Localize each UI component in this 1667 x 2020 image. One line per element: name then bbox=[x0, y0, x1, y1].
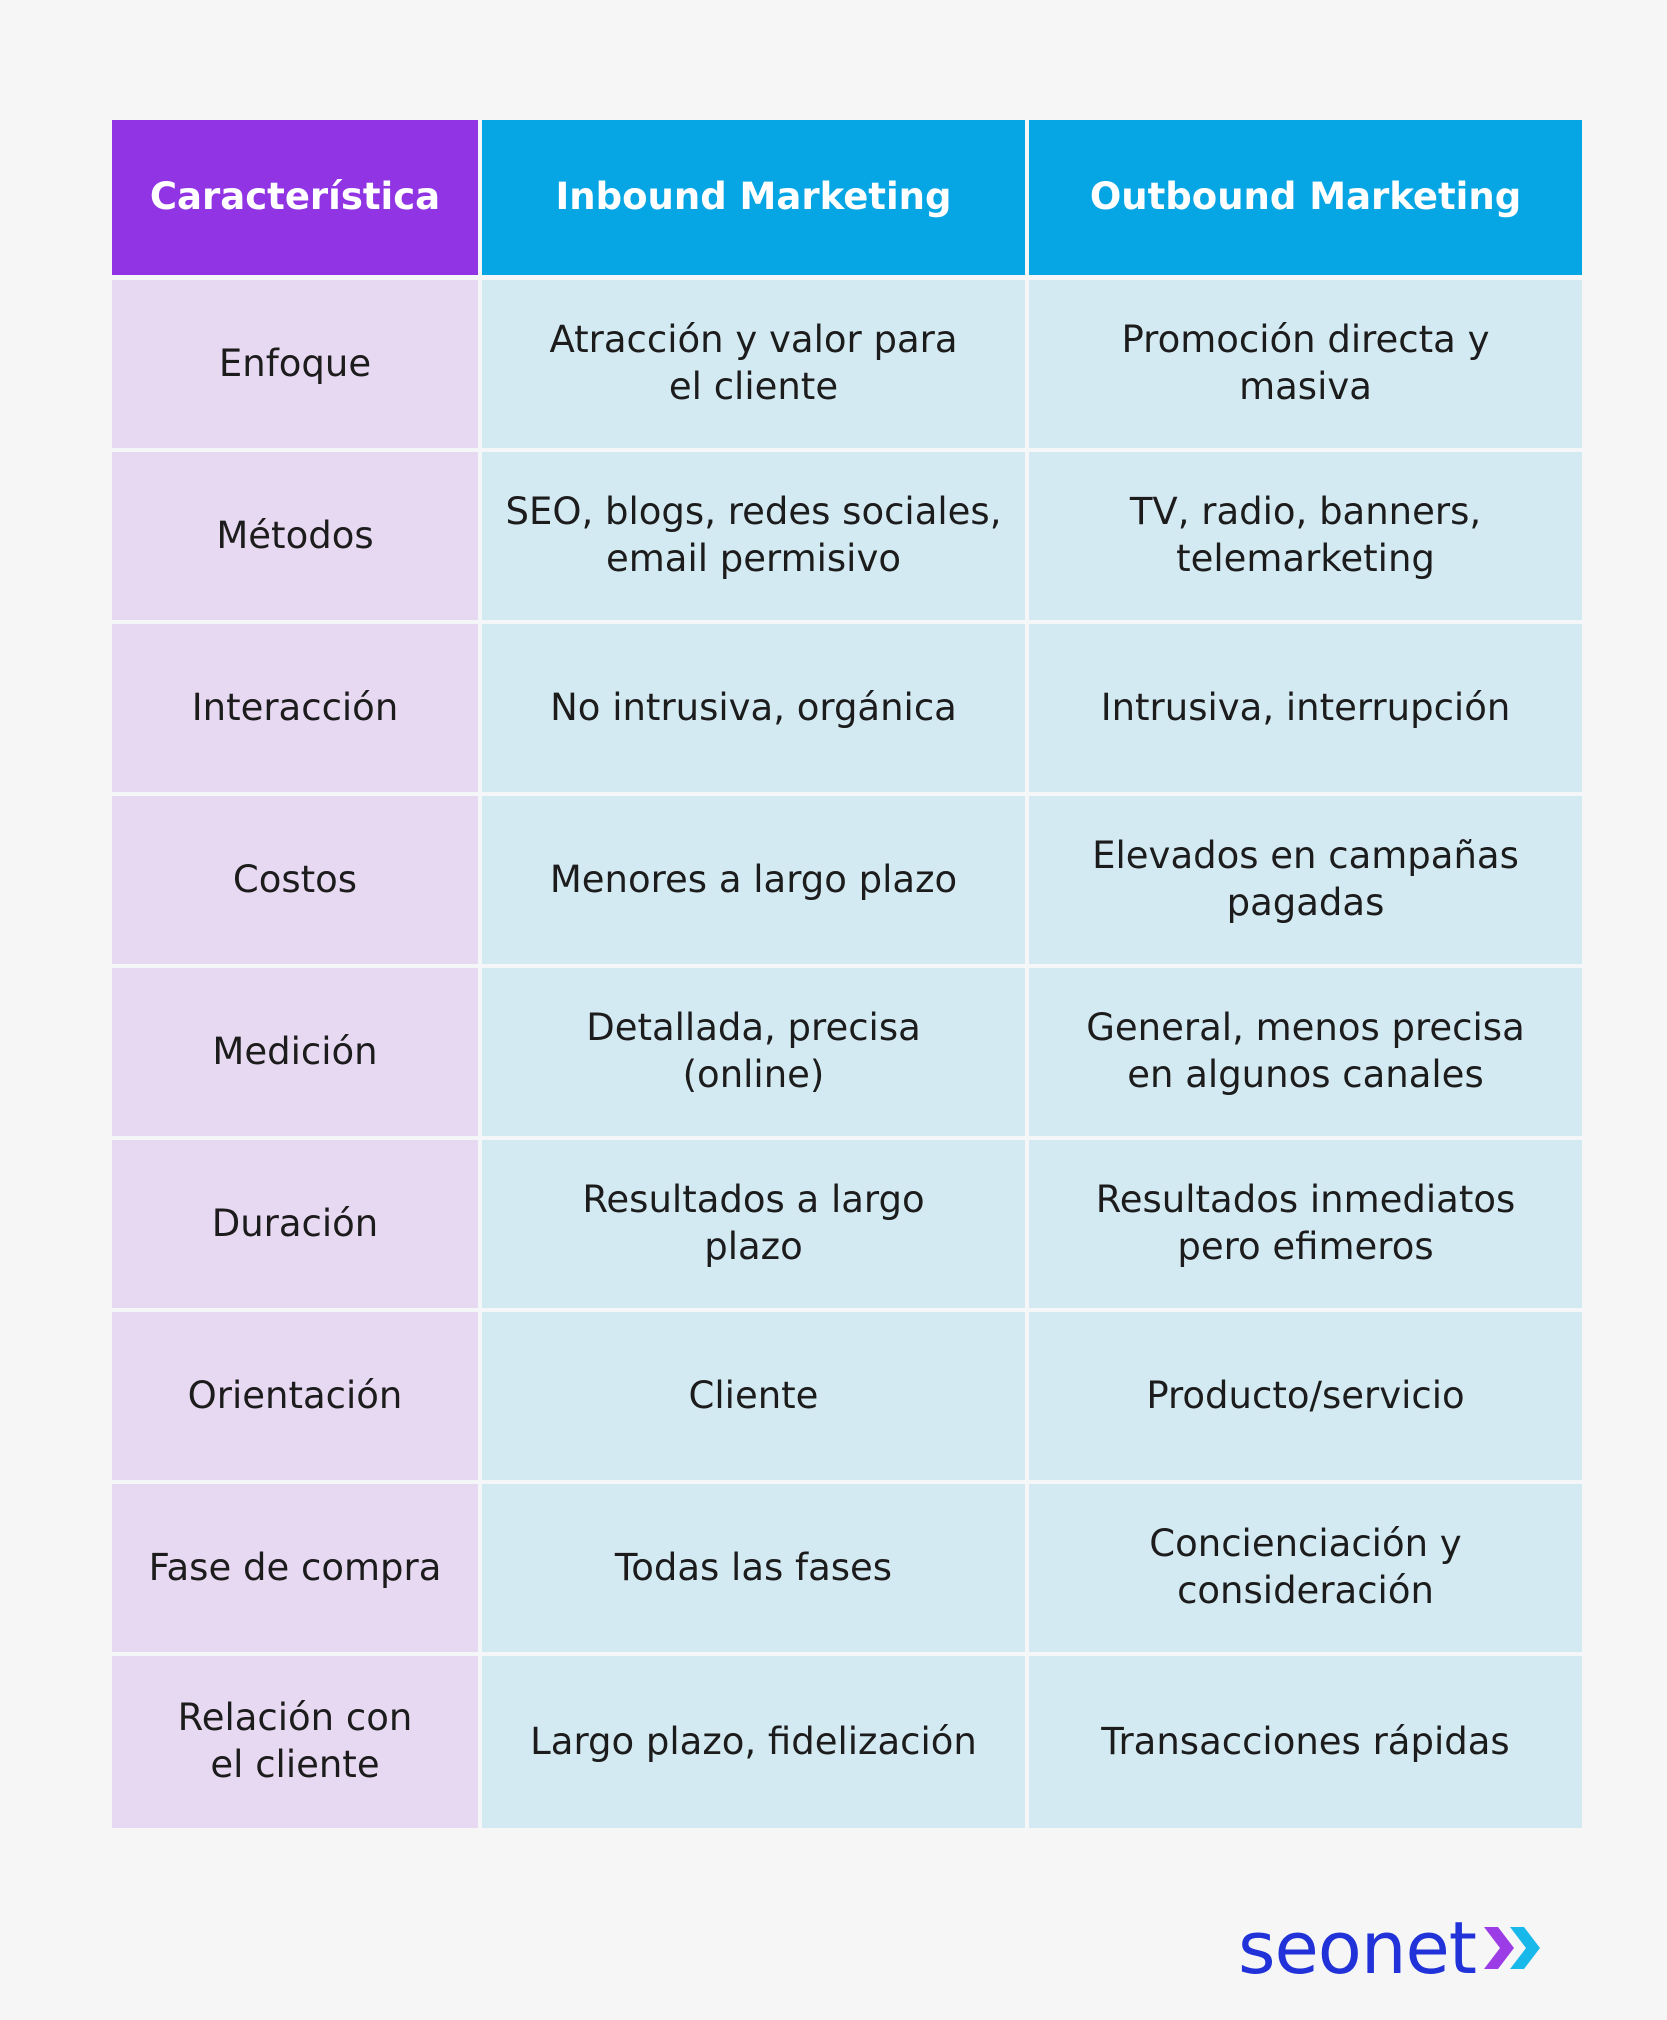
outbound-cell: Elevados en campañas pagadas bbox=[1029, 796, 1582, 968]
logo-text: seonet bbox=[1238, 1906, 1477, 1990]
inbound-cell: Todas las fases bbox=[482, 1484, 1029, 1656]
outbound-cell: Transacciones rápidas bbox=[1029, 1656, 1582, 1828]
header-cell-feature: Característica bbox=[112, 120, 482, 280]
outbound-cell: Concienciación y consideración bbox=[1029, 1484, 1582, 1656]
row-label: Medición bbox=[112, 968, 482, 1140]
inbound-cell: Largo plazo, fidelización bbox=[482, 1656, 1029, 1828]
row-label: Enfoque bbox=[112, 280, 482, 452]
outbound-cell: Producto/servicio bbox=[1029, 1312, 1582, 1484]
row-label: Orientación bbox=[112, 1312, 482, 1484]
row-label: Costos bbox=[112, 796, 482, 968]
comparison-table: Característica Inbound Marketing Outboun… bbox=[112, 120, 1582, 1828]
header-cell-outbound: Outbound Marketing bbox=[1029, 120, 1582, 280]
row-label: Relación con el cliente bbox=[112, 1656, 482, 1828]
row-label: Duración bbox=[112, 1140, 482, 1312]
row-label: Métodos bbox=[112, 452, 482, 624]
row-label: Fase de compra bbox=[112, 1484, 482, 1656]
inbound-cell: Detallada, precisa (online) bbox=[482, 968, 1029, 1140]
double-chevron-right-icon bbox=[1484, 1927, 1541, 1969]
inbound-cell: Resultados a largo plazo bbox=[482, 1140, 1029, 1312]
row-label: Interacción bbox=[112, 624, 482, 796]
outbound-cell: TV, radio, banners, telemarketing bbox=[1029, 452, 1582, 624]
outbound-cell: Promoción directa y masiva bbox=[1029, 280, 1582, 452]
inbound-cell: No intrusiva, orgánica bbox=[482, 624, 1029, 796]
outbound-cell: General, menos precisa en algunos canale… bbox=[1029, 968, 1582, 1140]
inbound-cell: SEO, blogs, redes sociales, email permis… bbox=[482, 452, 1029, 624]
inbound-cell: Atracción y valor para el cliente bbox=[482, 280, 1029, 452]
inbound-cell: Menores a largo plazo bbox=[482, 796, 1029, 968]
outbound-cell: Intrusiva, interrupción bbox=[1029, 624, 1582, 796]
inbound-cell: Cliente bbox=[482, 1312, 1029, 1484]
outbound-cell: Resultados inmediatos pero efimeros bbox=[1029, 1140, 1582, 1312]
seonet-logo: seonet bbox=[1238, 1908, 1546, 1988]
header-cell-inbound: Inbound Marketing bbox=[482, 120, 1029, 280]
